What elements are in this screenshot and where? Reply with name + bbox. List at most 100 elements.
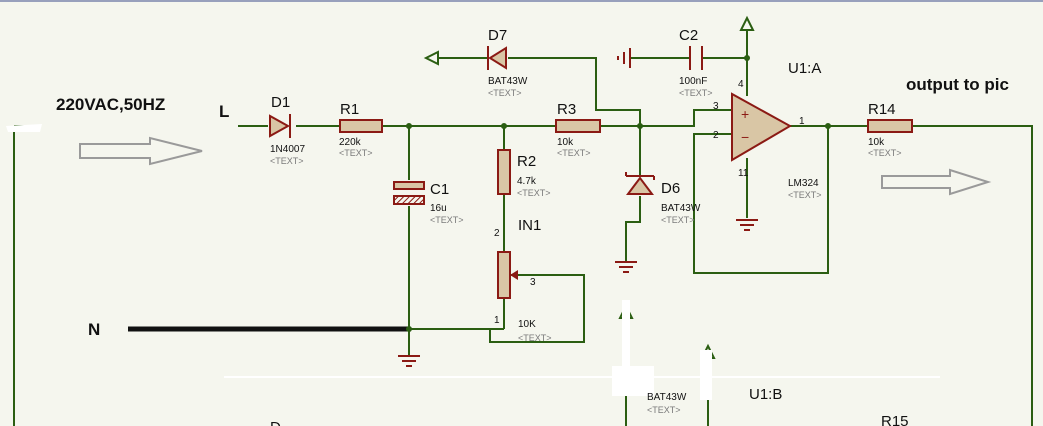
- r14-ref: R14: [868, 101, 896, 118]
- power-terminals: [423, 15, 755, 359]
- d1-value: 1N4007: [270, 144, 305, 155]
- potentiometer-in1: [497, 251, 518, 299]
- d7-text: <TEXT>: [488, 88, 522, 98]
- input-direction-arrow-icon: [79, 136, 203, 166]
- r3-ref: R3: [557, 101, 576, 118]
- pot-pin-2: 2: [494, 228, 500, 239]
- r1-text: <TEXT>: [339, 148, 373, 158]
- ground-vee-icon: [736, 219, 758, 231]
- diode-d6: [625, 172, 655, 195]
- opamp-pin-1: 1: [799, 116, 805, 127]
- junction-output: [825, 123, 831, 129]
- ground-c1-icon: [398, 355, 420, 367]
- c1-text: <TEXT>: [430, 215, 464, 225]
- r3-value: 10k: [557, 137, 574, 148]
- ground-d6-icon: [615, 261, 637, 273]
- capacitor-c1: [393, 181, 425, 205]
- pot-wiper-wire: [489, 274, 585, 343]
- opamp-u1a: + −: [731, 92, 793, 162]
- erased-patch-2: [622, 300, 630, 366]
- d1-ref: D1: [271, 94, 290, 111]
- capacitor-c2: [689, 46, 703, 70]
- junctions: [406, 55, 831, 332]
- c1-ref: C1: [430, 181, 449, 198]
- opamp-pin-2: 2: [713, 130, 719, 141]
- ground-c2-icon: [617, 48, 631, 68]
- junction-vcc: [744, 55, 750, 61]
- pot-pin-1: 1: [494, 315, 500, 326]
- d7-ground-arrow-icon: [423, 50, 439, 66]
- erased-region: [6, 124, 712, 400]
- vcc-arrow-icon: [739, 15, 755, 31]
- feedback-wire: [693, 126, 829, 274]
- c1-value: 16u: [430, 203, 447, 214]
- opamp-pin-3: 3: [713, 101, 719, 112]
- erased-patch-3: [700, 350, 712, 400]
- erased-patch-4: [6, 124, 42, 132]
- output-label: output to pic: [906, 75, 1009, 94]
- junction-d6: [637, 123, 643, 129]
- capacitor-c1-plate-top: [393, 181, 425, 190]
- c2-text: <TEXT>: [679, 88, 713, 98]
- diode-d1-body: [269, 114, 291, 138]
- r3-text: <TEXT>: [557, 148, 591, 158]
- junction-r2: [501, 123, 507, 129]
- opamp-noninv-wire: [640, 109, 732, 127]
- pot-pin-3: 3: [530, 277, 536, 288]
- capacitor-c1-plate-bottom: [393, 195, 425, 205]
- d7-ref: D7: [488, 27, 507, 44]
- resistor-r14: [867, 119, 913, 133]
- in1-text: <TEXT>: [518, 333, 552, 343]
- c2-ref: C2: [679, 27, 698, 44]
- resistor-r2: [497, 149, 511, 195]
- d7-anode-wire: [508, 57, 641, 126]
- u1b-ref: U1:B: [749, 386, 782, 403]
- r1-value: 220k: [339, 137, 362, 148]
- opamp-pin-11: 11: [738, 168, 749, 179]
- partial-diode-ref: D: [270, 419, 281, 426]
- d1-text: <TEXT>: [270, 156, 304, 166]
- output-direction-arrow-icon: [881, 168, 992, 196]
- d6-text: <TEXT>: [661, 215, 695, 225]
- r15-ref: R15: [881, 413, 909, 426]
- opamp-u1a-body: [731, 92, 793, 162]
- bottom-diode-value: BAT43W: [647, 392, 687, 403]
- d6-bottom-wire: [625, 196, 641, 262]
- bottom-diode-text: <TEXT>: [647, 405, 681, 415]
- potentiometer-in1-body: [497, 251, 511, 299]
- r14-text: <TEXT>: [868, 148, 902, 158]
- opamp-plus-sign: +: [741, 106, 749, 122]
- r1-ref: R1: [340, 101, 359, 118]
- opamp-pin-4: 4: [738, 79, 744, 90]
- in1-value: 10K: [518, 319, 536, 330]
- u1a-value: LM324: [788, 178, 819, 189]
- u1a-ref: U1:A: [788, 60, 821, 77]
- diode-d7: [487, 46, 507, 70]
- r2-ref: R2: [517, 153, 536, 170]
- opamp-minus-sign: −: [741, 129, 749, 145]
- erased-patch-1: [612, 366, 654, 396]
- in1-ref: IN1: [518, 217, 541, 234]
- d6-value: BAT43W: [661, 203, 701, 214]
- diode-d7-body: [488, 46, 507, 70]
- diode-d6-body: [626, 176, 654, 195]
- c2-value: 100nF: [679, 76, 707, 87]
- r2-text: <TEXT>: [517, 188, 551, 198]
- junction-neutral: [406, 326, 412, 332]
- diode-d1: [269, 114, 291, 138]
- u1a-text: <TEXT>: [788, 190, 822, 200]
- resistor-r1: [339, 119, 383, 133]
- r14-value: 10k: [868, 137, 885, 148]
- output-wire: [912, 125, 1033, 426]
- junction-c1: [406, 123, 412, 129]
- supply-label: 220VAC,50HZ: [56, 95, 165, 114]
- r2-value: 4.7k: [517, 176, 537, 187]
- line-label: L: [219, 102, 229, 121]
- neutral-label: N: [88, 320, 100, 339]
- d7-value: BAT43W: [488, 76, 528, 87]
- resistor-r3: [555, 119, 601, 133]
- ground-symbols: [398, 48, 758, 367]
- potentiometer-in1-wiper: [510, 270, 518, 280]
- d6-ref: D6: [661, 180, 680, 197]
